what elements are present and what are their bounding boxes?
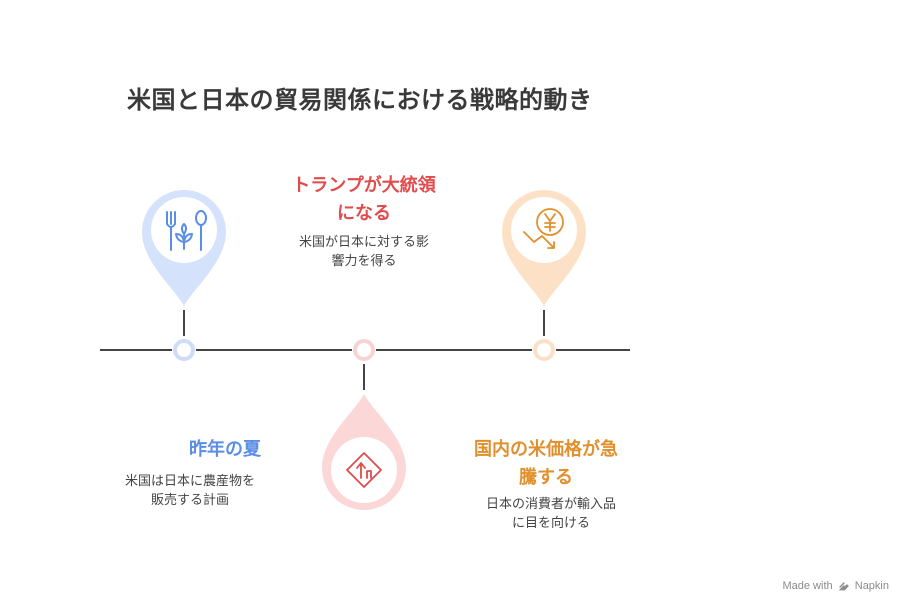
body-line: 日本の消費者が輸入品	[485, 497, 616, 512]
page-title: 米国と日本の貿易関係における戦略的動き	[127, 86, 593, 114]
made-with-footer: Made with Napkin	[782, 580, 889, 592]
body-line: 米国が日本に対する影	[298, 235, 429, 250]
body-line: に目を向ける	[511, 516, 590, 531]
timeline-node-2	[353, 339, 375, 361]
agriculture-icon	[166, 210, 207, 251]
made-with-label: Made with	[782, 580, 833, 592]
heading-line: 昨年の夏	[189, 439, 261, 460]
napkin-brand-label: Napkin	[854, 580, 889, 592]
event-heading-3: 国内の米価格が急 騰する	[440, 436, 652, 492]
body-line: 響力を得る	[331, 254, 397, 269]
body-line: 米国は日本に農産物を	[124, 474, 255, 489]
event-body-2: 米国が日本に対する影 響力を得る	[270, 233, 458, 271]
event-body-1: 米国は日本に農産物を 販売する計画	[100, 472, 280, 510]
pin-marker-1	[142, 190, 226, 306]
heading-line: になる	[337, 203, 391, 224]
yen-down-icon	[523, 208, 564, 249]
timeline-node-3	[533, 339, 555, 361]
trend-up-sign-icon	[346, 452, 382, 488]
napkin-logo-icon	[838, 582, 849, 591]
heading-line: 騰する	[519, 467, 573, 488]
event-heading-2: トランプが大統領 になる	[258, 172, 470, 228]
heading-line: 国内の米価格が急	[474, 439, 618, 460]
pin-marker-2	[322, 394, 406, 510]
event-heading-1: 昨年の夏	[150, 436, 300, 464]
timeline-node-1	[173, 339, 195, 361]
heading-line: トランプが大統領	[292, 175, 436, 196]
event-body-3: 日本の消費者が輸入品 に目を向ける	[458, 495, 644, 533]
pin-marker-3	[502, 190, 586, 306]
body-line: 販売する計画	[150, 493, 229, 508]
